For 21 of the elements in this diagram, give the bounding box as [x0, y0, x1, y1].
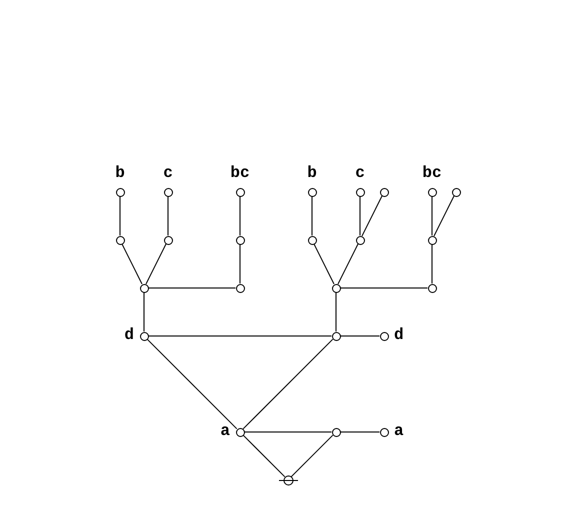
connector-line [122, 244, 142, 284]
node-label: b [307, 165, 317, 181]
node-label: c [163, 165, 173, 181]
node-label: d [394, 327, 404, 343]
connector-line [314, 244, 334, 284]
root-node [278, 474, 298, 486]
connector-line [146, 338, 238, 430]
node-label: b [115, 165, 125, 181]
connector-line [338, 244, 358, 284]
connector-line [242, 338, 334, 430]
node-label: d [124, 327, 134, 343]
node-label: a [220, 423, 230, 439]
connector-line [290, 434, 334, 478]
connector-line [434, 196, 454, 236]
connector-line [242, 434, 286, 478]
node-label: a [394, 423, 404, 439]
connector-line [146, 244, 166, 284]
node-label: c [355, 165, 365, 181]
node-label: bc [230, 165, 250, 181]
connector-line [362, 196, 382, 236]
node-label: bc [422, 165, 442, 181]
